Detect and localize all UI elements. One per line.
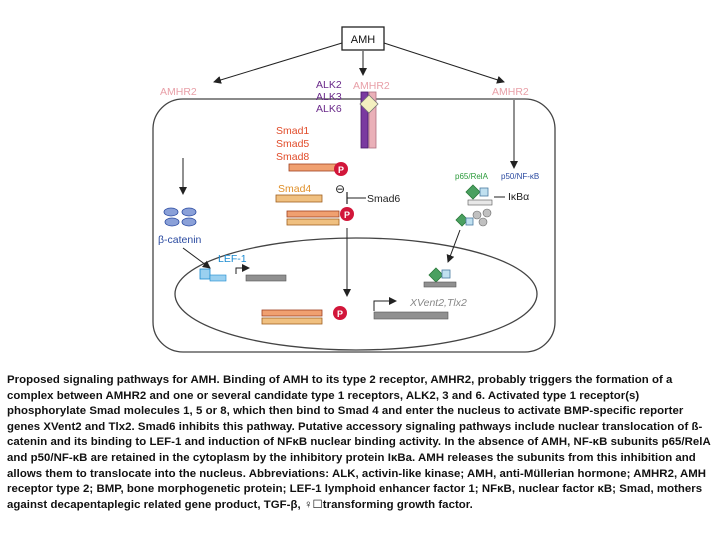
p65-label: p65/RelA: [455, 172, 489, 181]
smad1-label: Smad1: [276, 125, 309, 137]
phospho-p3: [333, 306, 347, 320]
beta-catenin-label: β-catenin: [158, 234, 202, 246]
amhr2-right-label: AMHR2: [492, 86, 529, 98]
xvent-label: XVent2,Tlx2: [409, 297, 467, 309]
lef1-label: LEF-1: [218, 253, 247, 265]
ikba-fragment-3: [478, 217, 488, 227]
alk2-label: ALK2: [316, 79, 342, 91]
phospho-p1-label: P: [338, 165, 344, 175]
nfkb-nuclear-block: [441, 269, 451, 279]
amh-box: [341, 26, 385, 51]
lef1-box: [199, 268, 211, 280]
alk-receptor-bar: [360, 91, 369, 149]
alk3-label: ALK3: [316, 91, 342, 103]
catenin-oval-4: [181, 217, 197, 227]
phospho-p2-label: P: [344, 210, 350, 220]
smad4-bar: [275, 194, 323, 203]
amhr2-receptor-bar: [368, 91, 377, 149]
ikba-label: IκBα: [508, 191, 529, 203]
arrow-nfkb-nucleus: [446, 229, 461, 263]
catenin-oval-1: [163, 207, 179, 217]
smad6-label: Smad6: [367, 193, 400, 205]
nuclear-smad-bottom: [261, 317, 323, 325]
phospho-p2: [340, 207, 354, 221]
smad8-label: Smad8: [276, 151, 309, 163]
nuclear-smad-top: [261, 309, 323, 317]
nucleus: [174, 237, 538, 351]
smad158-bar: [288, 163, 338, 172]
amhr2-center-label: AMHR2: [353, 80, 390, 92]
nfkb-block-1: [479, 187, 489, 197]
smad4-label: Smad4: [278, 183, 311, 195]
nfkb-target-bar: [423, 281, 457, 288]
amh-label: AMH: [351, 34, 376, 46]
inhibit-symbol: ⊖: [335, 182, 345, 196]
arrow-amh-left: [213, 42, 343, 84]
ikba-bar: [467, 199, 493, 206]
smad-complex-top: [286, 210, 340, 218]
smad5-label: Smad5: [276, 138, 309, 150]
phospho-p3-label: P: [337, 309, 343, 319]
alk6-label: ALK6: [316, 103, 342, 115]
lef1-bar: [209, 274, 227, 282]
nfkb-nuclear-diamond: [428, 267, 444, 283]
p50-label: p50/NF-κB: [501, 172, 539, 181]
nfkb-diamond-1: [465, 184, 481, 200]
nfkb-block-2: [465, 217, 474, 226]
xvent-target-gene: [373, 311, 449, 320]
phospho-p1: [334, 162, 348, 176]
lef1-transcription-arrow: [235, 264, 250, 274]
ikba-fragment-1: [472, 210, 482, 220]
ikba-fragment-2: [482, 208, 492, 218]
amh-ligand-diamond: [359, 94, 379, 114]
smad-complex-bottom: [286, 218, 340, 226]
lef1-target-gene: [245, 274, 287, 282]
cell-membrane: [152, 98, 556, 353]
amh-signaling-diagram: AMH AMHR2 AMHR2 AMHR2 ALK2 ALK3 ALK6 Sma…: [152, 26, 556, 353]
arrow-amh-right: [383, 42, 505, 84]
xvent-transcription-arrow: [373, 297, 397, 311]
catenin-oval-2: [181, 207, 197, 217]
arrow-catenin-nucleus: [182, 247, 211, 269]
amhr2-left-label: AMHR2: [160, 86, 197, 98]
catenin-oval-3: [164, 217, 180, 227]
figure-caption: Proposed signaling pathways for AMH. Bin…: [7, 374, 711, 511]
